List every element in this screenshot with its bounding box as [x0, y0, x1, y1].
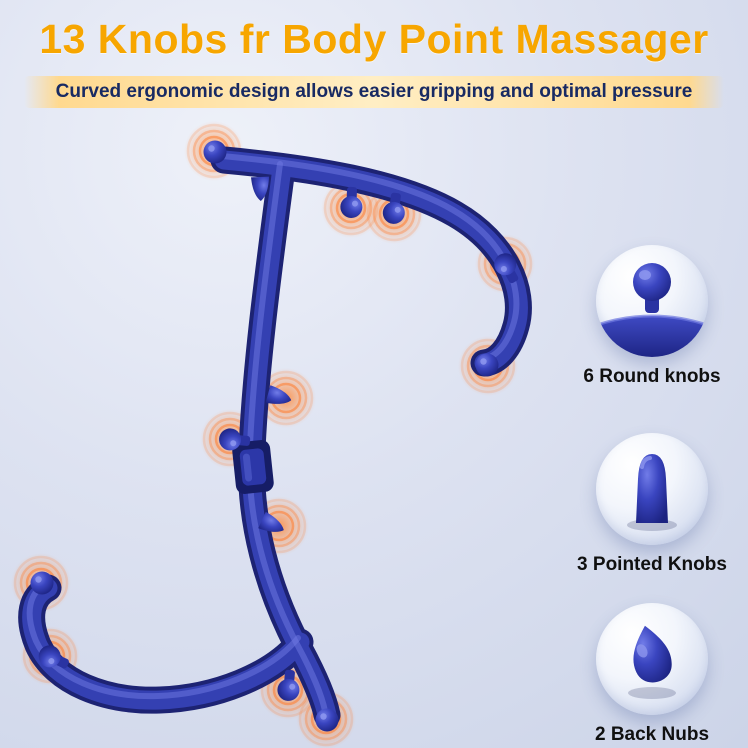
round-knob-icon — [596, 263, 708, 357]
page-title: 13 Knobs fr Body Point Massager — [39, 16, 709, 62]
round-knob-zoom-circle — [596, 245, 708, 357]
back-nub-zoom-circle — [596, 603, 708, 715]
callout-pointed-knobs: 3 Pointed Knobs — [572, 433, 732, 576]
massager-body — [30, 156, 519, 715]
callout-label: 6 Round knobs — [583, 366, 721, 387]
back-nub-icon — [628, 625, 676, 699]
callout-label: 2 Back Nubs — [594, 724, 710, 745]
pointed-knob-icon — [627, 454, 677, 531]
round-knob — [203, 140, 227, 164]
callout-label: 3 Pointed Knobs — [577, 554, 727, 575]
callout-round-knobs: 6 Round knobs — [572, 245, 732, 388]
round-knob — [315, 708, 339, 732]
round-knob — [475, 353, 499, 377]
round-knob — [30, 571, 54, 595]
pointed-knob-zoom-circle — [596, 433, 708, 545]
subtitle-banner: Curved ergonomic design allows easier gr… — [24, 76, 724, 108]
callout-back-nubs: 2 Back Nubs — [572, 603, 732, 746]
subtitle-text: Curved ergonomic design allows easier gr… — [55, 81, 693, 102]
shaft-clamp — [232, 440, 274, 494]
